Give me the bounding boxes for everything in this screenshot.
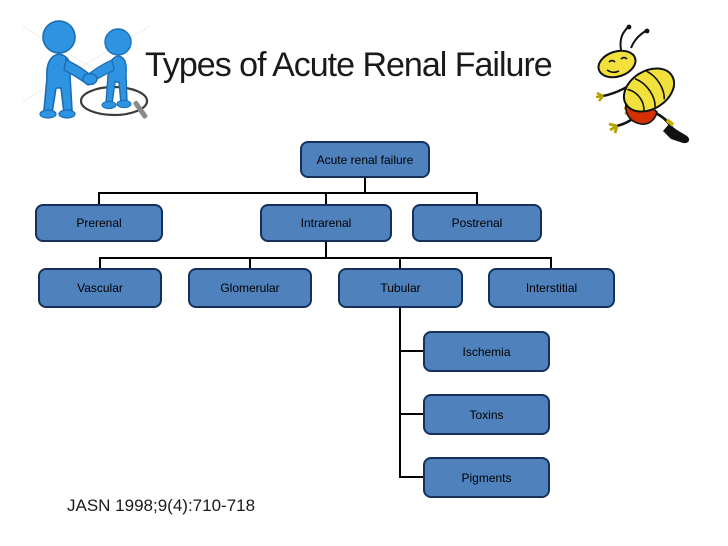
node-interstitial: Interstitial [488, 268, 615, 308]
node-prerenal: Prerenal [35, 204, 163, 242]
node-label: Interstitial [525, 281, 578, 295]
connector-drop-intrarenal [325, 192, 327, 204]
node-label: Toxins [469, 407, 504, 422]
slide-title: Types of Acute Renal Failure [145, 46, 553, 84]
node-label: Pigments [461, 470, 512, 485]
node-postrenal: Postrenal [412, 204, 542, 242]
node-toxins: Toxins [423, 394, 550, 435]
citation-text: JASN 1998;9(4):710-718 [67, 496, 256, 515]
node-vascular: Vascular [38, 268, 162, 308]
node-label: Postrenal [451, 216, 503, 230]
node-label: Intrarenal [300, 216, 352, 230]
node-label: Prerenal [76, 216, 122, 230]
connector-level3-horizontal [99, 257, 552, 259]
connector-intrarenal-down [325, 242, 327, 258]
connector-tubular-down [399, 308, 401, 478]
node-intrarenal: Intrarenal [260, 204, 392, 242]
node-label: Glomerular [220, 281, 280, 295]
connector-stub-toxins [399, 413, 423, 415]
connector-drop-tubular [399, 257, 401, 268]
connector-drop-vascular [99, 257, 101, 268]
node-ischemia: Ischemia [423, 331, 550, 372]
node-glomerular: Glomerular [188, 268, 312, 308]
node-acute-renal-failure: Acute renal failure [300, 141, 430, 178]
connector-root-down [364, 178, 366, 193]
node-label: Ischemia [462, 344, 511, 359]
running-ant-icon [595, 24, 690, 144]
node-label: Acute renal failure [316, 152, 414, 167]
node-label: Vascular [77, 281, 123, 295]
connector-drop-prerenal [98, 192, 100, 204]
node-tubular: Tubular [338, 268, 463, 308]
node-pigments: Pigments [423, 457, 550, 498]
connector-level2-horizontal [98, 192, 478, 194]
connector-stub-pigments [399, 476, 423, 478]
connector-drop-interstitial [550, 257, 552, 268]
connector-drop-glomerular [249, 257, 251, 268]
node-label: Tubular [380, 281, 421, 295]
handshake-figures-icon [22, 20, 150, 119]
connector-drop-postrenal [476, 192, 478, 204]
connector-stub-ischemia [399, 350, 423, 352]
